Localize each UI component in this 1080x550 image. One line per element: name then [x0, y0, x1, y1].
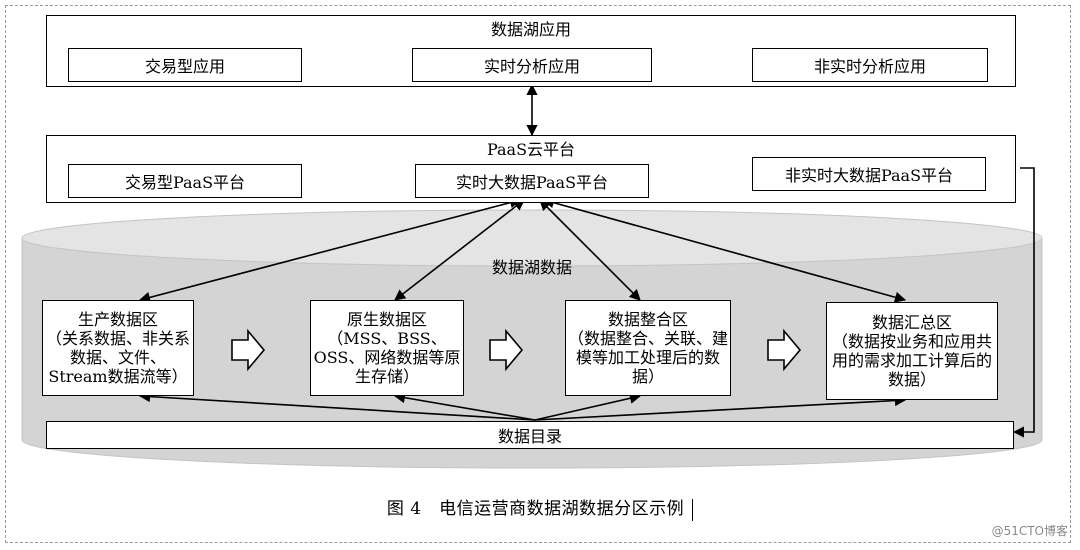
- flow-arrow-2: [489, 328, 524, 372]
- zone-summary-desc: （数据按业务和应用共用的需求加工计算后的数据）: [831, 332, 992, 389]
- arrow-paas-catalog: [1012, 167, 1035, 438]
- paas-transactional: 交易型PaaS平台: [68, 164, 302, 198]
- zone-summary-title: 数据汇总区: [871, 313, 952, 332]
- zone-integration-text: 数据整合区 （数据整合、关联、建模等加工处理后的数据）: [566, 310, 730, 386]
- arrow-catalog-zone2: [393, 392, 536, 421]
- app-realtime: 实时分析应用: [412, 48, 652, 82]
- figure-frame: [5, 5, 1071, 543]
- paas-nonrealtime-label: 非实时大数据PaaS平台: [784, 166, 954, 185]
- app-transactional-label: 交易型应用: [144, 57, 225, 76]
- paas-transactional-label: 交易型PaaS平台: [124, 173, 246, 192]
- app-transactional: 交易型应用: [68, 48, 302, 82]
- zone-production-text: 生产数据区 （关系数据、非关系数据、文件、Stream数据流等）: [43, 310, 193, 386]
- zone-native-text: 原生数据区 （MSS、BSS、OSS、网络数据等原生存储）: [311, 310, 463, 386]
- data-catalog: 数据目录: [46, 421, 1014, 449]
- data-layer-title: 数据湖数据: [491, 258, 572, 277]
- app-nonrealtime: 非实时分析应用: [752, 48, 988, 82]
- arrow-catalog-zone4: [534, 394, 907, 421]
- text-cursor: [692, 498, 694, 521]
- watermark: @51CTO博客: [991, 524, 1068, 538]
- app-realtime-label: 实时分析应用: [483, 57, 580, 76]
- zone-production-title: 生产数据区: [77, 310, 158, 329]
- zone-summary: 数据汇总区 （数据按业务和应用共用的需求加工计算后的数据）: [826, 302, 998, 400]
- paas-realtime: 实时大数据PaaS平台: [415, 164, 649, 198]
- zone-production-desc: （关系数据、非关系数据、文件、Stream数据流等）: [45, 329, 190, 386]
- app-nonrealtime-label: 非实时分析应用: [813, 57, 926, 76]
- figure-caption-text: 图 4 电信运营商数据湖数据分区示例: [386, 499, 685, 519]
- arrow-catalog-zone1: [138, 391, 536, 421]
- paas-realtime-label: 实时大数据PaaS平台: [455, 173, 609, 192]
- arrow-paas-zone4: [542, 197, 907, 303]
- zone-native: 原生数据区 （MSS、BSS、OSS、网络数据等原生存储）: [310, 300, 464, 396]
- zone-native-title: 原生数据区: [346, 310, 427, 329]
- arrow-paas-zone2: [394, 199, 525, 301]
- arrow-catalog-zone3: [534, 392, 642, 421]
- paas-layer-title: PaaS云平台: [486, 140, 576, 159]
- zone-integration: 数据整合区 （数据整合、关联、建模等加工处理后的数据）: [565, 300, 731, 396]
- zone-production: 生产数据区 （关系数据、非关系数据、文件、Stream数据流等）: [42, 300, 194, 396]
- app-layer-title: 数据湖应用: [490, 20, 571, 39]
- zone-native-desc: （MSS、BSS、OSS、网络数据等原生存储）: [313, 329, 461, 386]
- paas-nonrealtime: 非实时大数据PaaS平台: [752, 157, 986, 191]
- zone-integration-title: 数据整合区: [607, 310, 688, 329]
- zone-summary-text: 数据汇总区 （数据按业务和应用共用的需求加工计算后的数据）: [827, 313, 997, 389]
- zone-integration-desc: （数据整合、关联、建模等加工处理后的数据）: [567, 329, 728, 386]
- flow-arrow-1: [231, 328, 266, 372]
- data-catalog-label: 数据目录: [497, 427, 562, 446]
- flow-arrow-3: [767, 328, 802, 372]
- figure-caption: 图 4 电信运营商数据湖数据分区示例: [0, 494, 1080, 521]
